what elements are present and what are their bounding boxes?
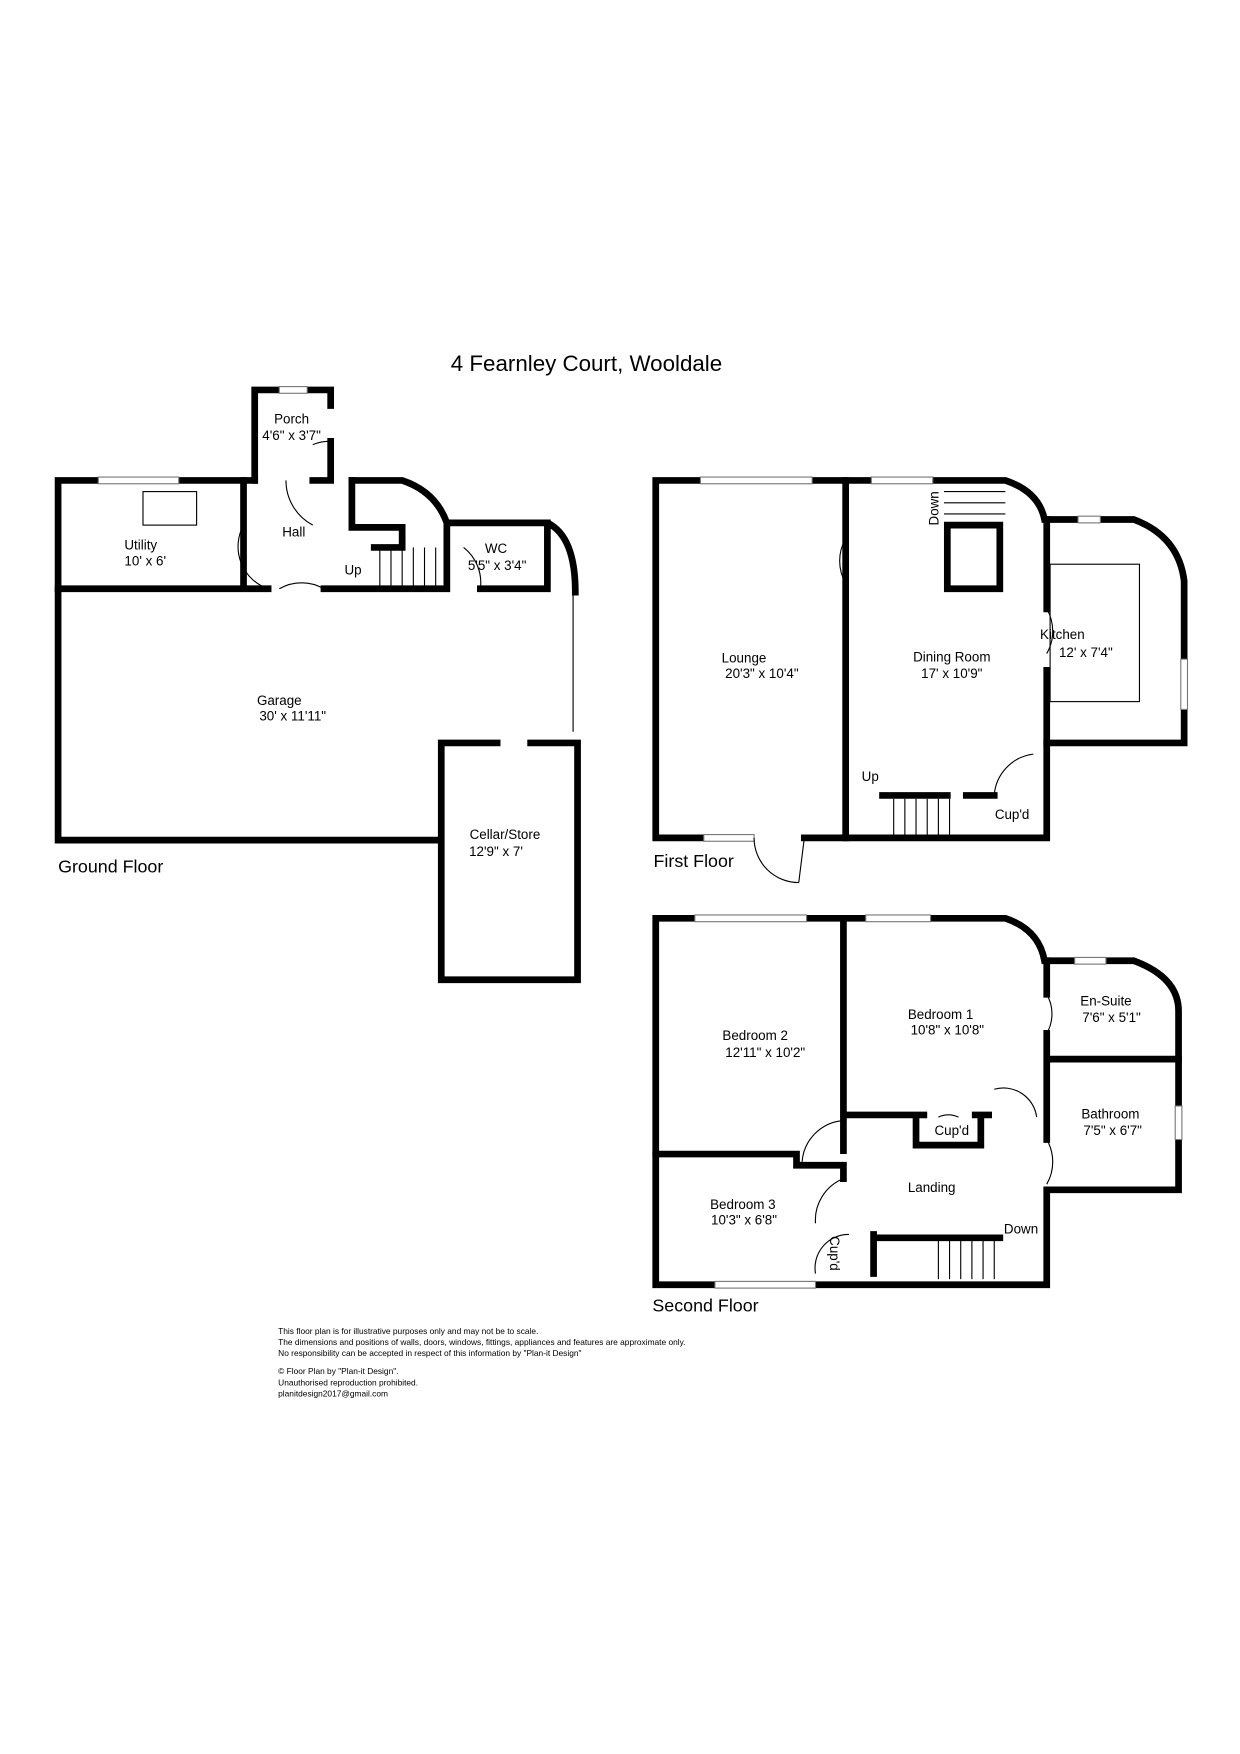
ground-stairs	[379, 547, 437, 589]
disclaimer-line: This floor plan is for illustrative purp…	[278, 1326, 538, 1336]
ground-floor-label: Ground Floor	[58, 857, 163, 877]
room-name-hall: Hall	[282, 524, 305, 539]
room-size-wc: 5'5" x 3'4"	[468, 558, 527, 573]
credit-line: Unauthorised reproduction prohibited.	[278, 1377, 418, 1387]
room-name-cellar: Cellar/Store	[470, 827, 541, 842]
room-name-cupd: Cup'd	[995, 807, 1030, 822]
stairs-down-label: Down	[1004, 1221, 1038, 1236]
room-size-utility: 10' x 6'	[124, 553, 166, 568]
ground-floor-plan: Porch 4'6" x 3'7" Hall Utility 10' x 6' …	[54, 386, 581, 984]
second-stairs	[937, 1240, 995, 1280]
room-size-lounge: 20'3" x 10'4"	[725, 666, 799, 681]
second-floor-plan: Bedroom 2 12'11" x 10'2" Bedroom 1 10'8"…	[652, 914, 1183, 1316]
room-name-ensuite: En-Suite	[1080, 993, 1131, 1008]
disclaimer-line: No responsibility can be accepted in res…	[278, 1348, 581, 1358]
room-name-cupd: Cup'd	[934, 1123, 969, 1138]
room-name-dining: Dining Room	[913, 649, 990, 664]
stairs-up-label: Up	[862, 769, 879, 784]
room-name-garage: Garage	[257, 693, 302, 708]
room-size-garage: 30' x 11'11"	[259, 709, 326, 724]
room-name-kitchen: Kitchen	[1040, 627, 1085, 642]
room-name-lounge: Lounge	[722, 651, 767, 666]
disclaimer: This floor plan is for illustrative purp…	[278, 1326, 685, 1399]
first-floor-label: First Floor	[654, 851, 734, 871]
stairs-down-label: Down	[926, 491, 941, 525]
room-name-utility: Utility	[124, 538, 157, 553]
room-size-ensuite: 7'6" x 5'1"	[1082, 1010, 1141, 1025]
room-name-bedroom1: Bedroom 1	[908, 1007, 974, 1022]
room-size-bathroom: 7'5" x 6'7"	[1083, 1123, 1142, 1138]
first-stairs	[893, 491, 1006, 838]
page-title: 4 Fearnley Court, Wooldale	[451, 351, 722, 376]
room-size-kitchen: 12' x 7'4"	[1059, 645, 1113, 660]
disclaimer-line: The dimensions and positions of walls, d…	[278, 1337, 685, 1347]
stairs-up-label: Up	[344, 562, 361, 577]
room-name-cupd: Cup'd	[827, 1236, 842, 1271]
room-size-bedroom2: 12'11" x 10'2"	[725, 1045, 805, 1060]
room-size-bedroom3: 10'3" x 6'8"	[711, 1212, 777, 1227]
room-size-porch: 4'6" x 3'7"	[262, 428, 321, 443]
room-size-cellar: 12'9" x 7'	[469, 844, 523, 859]
room-size-bedroom1: 10'8" x 10'8"	[911, 1023, 985, 1038]
room-name-porch: Porch	[274, 411, 309, 426]
room-name-landing: Landing	[908, 1180, 956, 1195]
second-floor-label: Second Floor	[652, 1296, 758, 1316]
credit-email: planitdesign2017@gmail.com	[278, 1388, 388, 1398]
room-size-dining: 17' x 10'9"	[921, 666, 982, 681]
room-name-bedroom2: Bedroom 2	[722, 1028, 788, 1043]
room-name-bathroom: Bathroom	[1081, 1106, 1139, 1121]
room-name-bedroom3: Bedroom 3	[710, 1197, 776, 1212]
credit-line: © Floor Plan by "Plan-it Design".	[278, 1366, 398, 1376]
room-name-wc: WC	[485, 541, 508, 556]
first-floor-plan: Lounge 20'3" x 10'4" Dining Room 17' x 1…	[652, 476, 1189, 884]
